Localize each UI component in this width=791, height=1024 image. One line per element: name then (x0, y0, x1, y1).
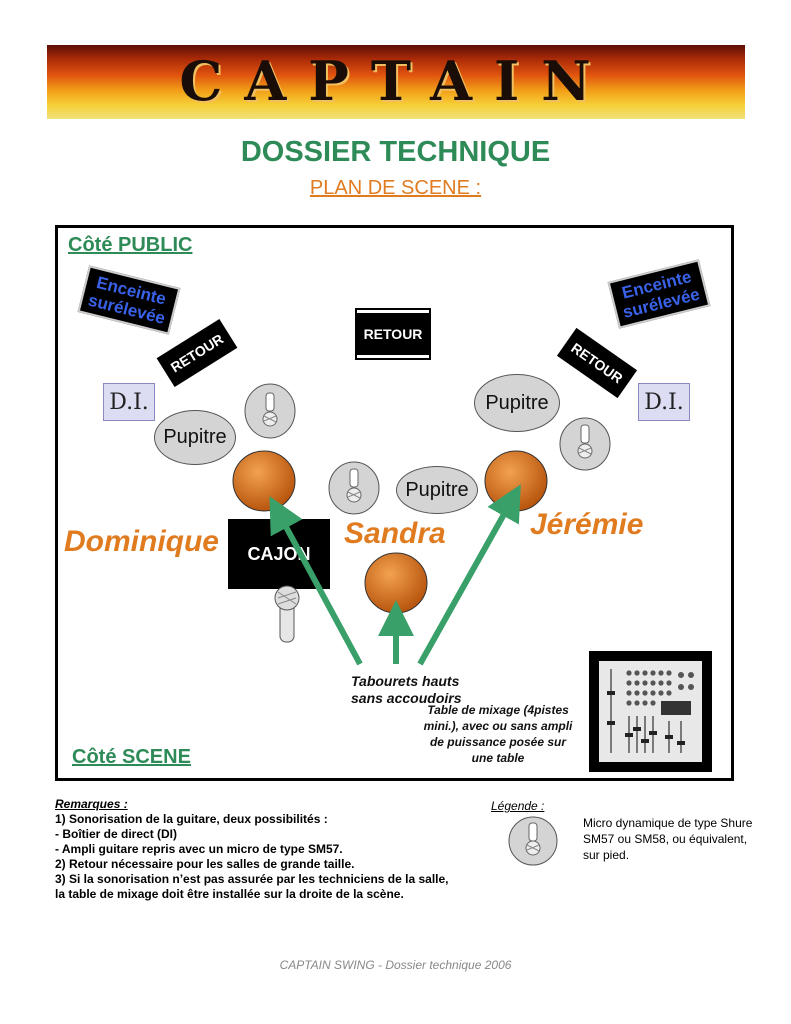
arrow-to-dominique (269, 496, 363, 666)
pupitre-left: Pupitre (154, 410, 236, 465)
retour-center: RETOUR (355, 308, 431, 360)
pupitre-center-label: Pupitre (405, 478, 469, 501)
remarks-line: - Ampli guitare repris avec un micro de … (55, 842, 343, 856)
mixing-desk-image (589, 651, 712, 772)
public-side-label: Côté PUBLIC (68, 234, 193, 256)
legend-title: Légende : (491, 799, 545, 813)
legend-description: Micro dynamique de type Shure SM57 ou SM… (583, 816, 753, 862)
pupitre-right: Pupitre (474, 374, 560, 432)
musician-name-dominique: Dominique (64, 525, 219, 558)
musician-name-jeremie: Jérémie (530, 508, 644, 541)
retour-center-label: RETOUR (363, 326, 423, 342)
document-subtitle: PLAN DE SCENE : (309, 177, 482, 199)
remarks-line: 2) Retour nécessaire pour les salles de … (55, 857, 355, 871)
musician-name-sandra: Sandra (344, 517, 446, 550)
microphone-icon (244, 383, 296, 439)
page-footer: CAPTAIN SWING - Dossier technique 2006 (279, 958, 512, 972)
stage-plan (55, 225, 734, 781)
standing-microphone-icon (274, 585, 300, 643)
remarks-line: la table de mixage doit être installée s… (55, 887, 404, 901)
captain-swing-banner: CAPTAIN SWING (47, 45, 745, 119)
mixing-desk-icon (607, 669, 694, 753)
remarks-title: Remarques : (55, 797, 128, 811)
microphone-icon (328, 461, 380, 515)
pupitre-left-label: Pupitre (163, 426, 227, 448)
remarks-line: 3) Si la sonorisation n’est pas assurée … (55, 872, 449, 886)
pupitre-right-label: Pupitre (485, 391, 549, 414)
document-title: DOSSIER TECHNIQUE (240, 136, 551, 168)
tabourets-label: Tabourets hauts sans accoudoirs (351, 673, 462, 706)
legend-microphone-icon (508, 816, 558, 866)
remarks-line: - Boîtier de direct (DI) (55, 827, 178, 841)
di-left-label: D.I. (109, 389, 149, 415)
microphone-icon (559, 417, 611, 471)
mixing-table-note: Table de mixage (4pistes mini.), avec ou… (423, 703, 573, 765)
di-box-left: D.I. (103, 383, 155, 421)
scene-side-label: Côté SCENE (72, 746, 191, 768)
remarks-block: Remarques : 1) Sonorisation de la guitar… (55, 797, 495, 902)
di-box-right: D.I. (638, 383, 690, 421)
pupitre-center: Pupitre (396, 466, 478, 514)
remarks-line: 1) Sonorisation de la guitare, deux poss… (55, 812, 328, 826)
arrow-to-jeremie (417, 484, 521, 666)
di-right-label: D.I. (644, 389, 684, 415)
banner-logo-text: CAPTAIN SWING (179, 49, 613, 119)
musician-dominique-position (232, 450, 296, 512)
